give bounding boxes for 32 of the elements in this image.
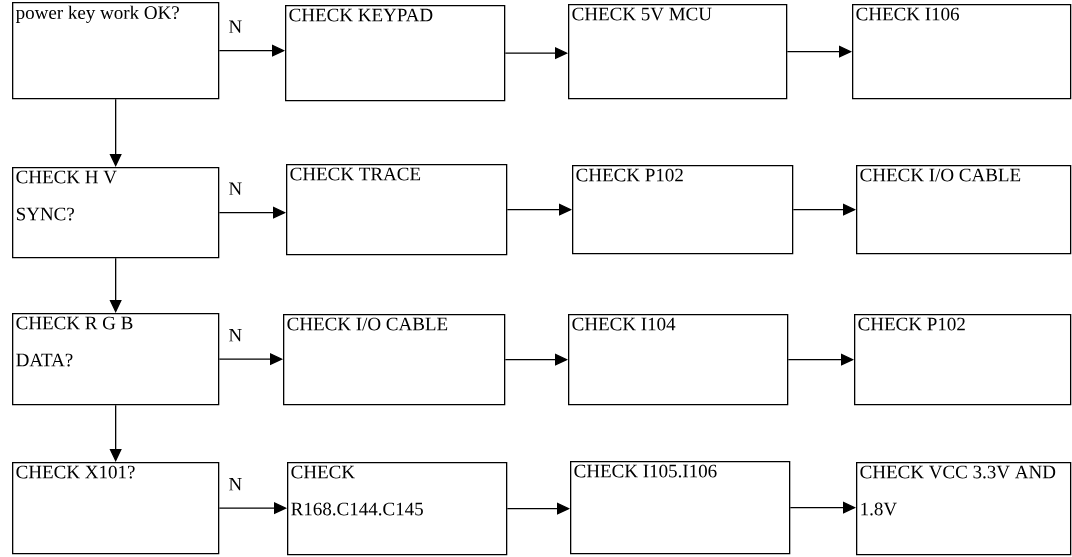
arrow xyxy=(504,353,568,366)
process-box: CHECK R G B DATA? xyxy=(12,313,220,406)
arrow xyxy=(506,502,570,515)
arrow xyxy=(786,45,852,58)
process-box: CHECK H V SYNC? xyxy=(12,167,220,259)
arrow xyxy=(792,203,856,216)
edge-label: N xyxy=(227,476,244,492)
process-box: CHECK TRACE xyxy=(286,164,508,256)
process-box: CHECK I/O CABLE xyxy=(856,165,1072,255)
process-box: CHECK I105.I106 xyxy=(570,461,791,555)
process-box: CHECK VCC 3.3V AND 1.8V xyxy=(856,462,1072,556)
process-box: power key work OK? xyxy=(12,2,220,100)
arrow xyxy=(506,203,572,216)
process-box: CHECK X101? xyxy=(12,462,220,555)
arrow xyxy=(218,44,285,57)
process-box: CHECK P102 xyxy=(572,165,794,255)
arrow xyxy=(109,98,122,167)
edge-label: N xyxy=(227,327,244,343)
edge-label: N xyxy=(227,19,244,34)
arrow xyxy=(789,501,856,514)
arrow xyxy=(109,404,122,462)
process-box: CHECK I104 xyxy=(568,314,789,406)
arrow xyxy=(218,206,286,219)
process-box: CHECK 5V MCU xyxy=(568,4,788,100)
process-box: CHECK R168.C144.C145 xyxy=(287,462,508,556)
process-box: CHECK P102 xyxy=(854,314,1072,406)
edge-label: N xyxy=(227,181,244,196)
process-box: CHECK I106 xyxy=(852,4,1072,100)
process-box: CHECK I/O CABLE xyxy=(283,314,506,406)
arrow xyxy=(787,353,854,366)
arrow xyxy=(109,257,122,313)
process-box: CHECK KEYPAD xyxy=(285,5,506,102)
